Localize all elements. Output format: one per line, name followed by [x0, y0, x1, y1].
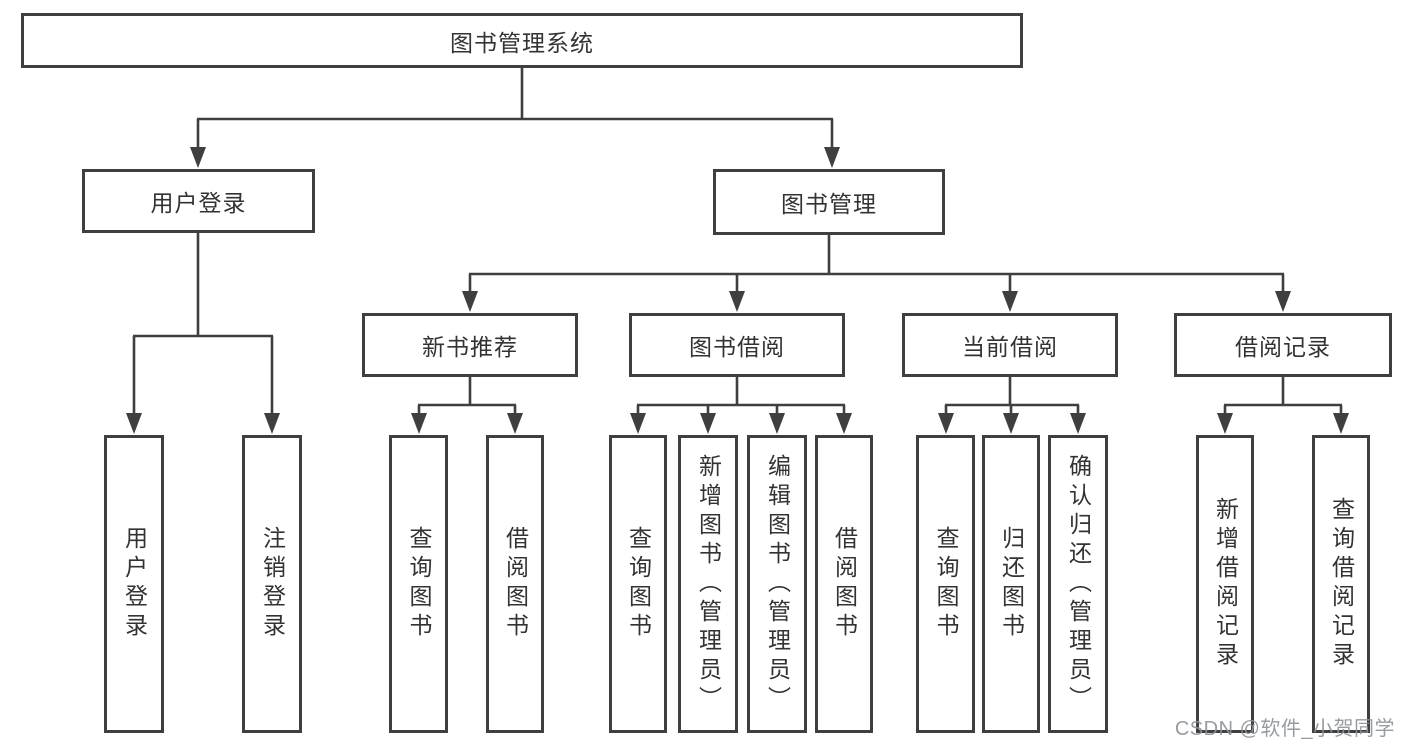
- leaf-user-login-label: 用户登录: [121, 526, 148, 642]
- leaf-br-add-record: 新增借阅记录: [1196, 435, 1254, 733]
- leaf-user-login: 用户登录: [104, 435, 164, 733]
- leaf-bb-query-book: 查询图书: [609, 435, 667, 733]
- node-user-login-label: 用户登录: [150, 190, 247, 216]
- leaf-cb-confirm-return: 确认归还（管理员）: [1048, 435, 1108, 733]
- node-current-borrow: 当前借阅: [902, 313, 1118, 377]
- leaf-br-query-record: 查询借阅记录: [1312, 435, 1370, 733]
- node-book-borrow-label: 图书借阅: [689, 334, 785, 360]
- leaf-br-query-record-label: 查询借阅记录: [1328, 497, 1355, 671]
- leaf-logout-label: 注销登录: [259, 526, 286, 642]
- node-new-book-recommend: 新书推荐: [362, 313, 578, 377]
- leaf-cb-return-book-label: 归还图书: [998, 526, 1025, 642]
- leaf-rec-query-book-label: 查询图书: [406, 526, 432, 642]
- leaf-bb-query-book-label: 查询图书: [625, 526, 652, 642]
- leaf-bb-edit-book-label: 编辑图书（管理员）: [764, 453, 791, 715]
- leaf-bb-edit-book: 编辑图书（管理员）: [747, 435, 807, 733]
- leaf-cb-return-book: 归还图书: [982, 435, 1040, 733]
- csdn-watermark: CSDN @软件_小贺同学: [1174, 718, 1395, 740]
- node-book-management: 图书管理: [713, 169, 945, 235]
- leaf-br-add-record-label: 新增借阅记录: [1212, 497, 1239, 671]
- leaf-bb-borrow-book-label: 借阅图书: [831, 526, 858, 642]
- leaf-rec-borrow-book-label: 借阅图书: [502, 526, 529, 642]
- connector-lines: [132, 68, 1343, 416]
- leaf-cb-query-book-label: 查询图书: [933, 526, 959, 642]
- node-new-book-recommend-label: 新书推荐: [422, 334, 518, 360]
- leaf-bb-add-book-label: 新增图书（管理员）: [695, 453, 722, 715]
- node-book-borrow: 图书借阅: [629, 313, 845, 377]
- node-root: 图书管理系统: [21, 13, 1023, 68]
- node-root-label: 图书管理系统: [450, 29, 594, 56]
- node-user-login: 用户登录: [82, 169, 315, 233]
- leaf-logout: 注销登录: [242, 435, 302, 733]
- leaf-bb-borrow-book: 借阅图书: [815, 435, 873, 733]
- node-current-borrow-label: 当前借阅: [962, 334, 1058, 360]
- node-borrow-record: 借阅记录: [1174, 313, 1392, 377]
- node-book-management-label: 图书管理: [781, 191, 877, 217]
- node-borrow-record-label: 借阅记录: [1235, 334, 1331, 360]
- leaf-rec-query-book: 查询图书: [389, 435, 448, 733]
- leaf-cb-confirm-return-label: 确认归还（管理员）: [1065, 453, 1092, 715]
- leaf-bb-add-book: 新增图书（管理员）: [678, 435, 738, 733]
- leaf-rec-borrow-book: 借阅图书: [486, 435, 544, 733]
- leaf-cb-query-book: 查询图书: [916, 435, 975, 733]
